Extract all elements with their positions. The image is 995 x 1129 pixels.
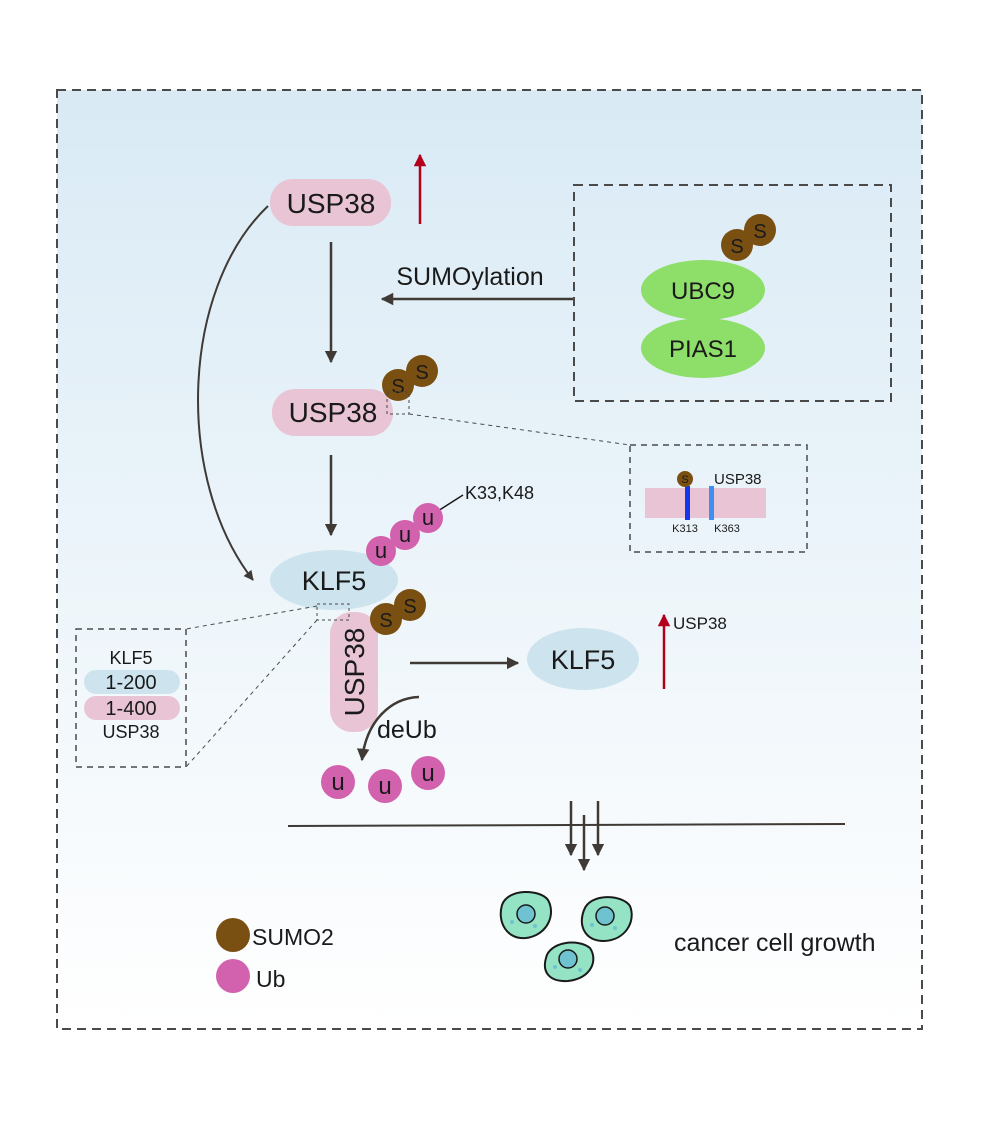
legend-ub-swatch: [216, 959, 250, 993]
sumo-domain: S: [677, 471, 693, 487]
zoom-line-left-bottom: [185, 619, 318, 768]
sumo-vert-2: S: [394, 589, 426, 621]
svg-text:S: S: [379, 610, 392, 632]
cancer-cell-3: [544, 941, 595, 983]
usp38-sumo-node: USP38: [272, 389, 393, 436]
svg-text:S: S: [753, 221, 766, 243]
usp38-vertical-node: USP38: [330, 612, 378, 732]
klf5-right-node: KLF5: [527, 628, 639, 690]
free-ub-1: u: [321, 765, 355, 799]
interaction-usp38-label: USP38: [102, 722, 159, 742]
zoom-line-upper: [408, 413, 631, 446]
range-1-200-label: 1-200: [105, 672, 156, 694]
svg-text:S: S: [403, 596, 416, 618]
svg-text:S: S: [415, 362, 428, 384]
site-k313-label: K313: [672, 523, 698, 535]
klf5-range-pill: [84, 670, 180, 694]
usp38-vertical-label: USP38: [339, 628, 370, 717]
interaction-box: [75, 628, 187, 768]
klf5-main-node: KLF5: [270, 550, 398, 610]
sumo-ubc9-2: S: [744, 214, 776, 246]
klf5-right-label: KLF5: [551, 645, 616, 675]
legend-ub-label: Ub: [256, 966, 285, 992]
domain-title: USP38: [714, 471, 762, 488]
ub-chain-1: u: [366, 536, 396, 566]
svg-text:u: u: [375, 538, 387, 563]
klf5-main-label: KLF5: [302, 566, 367, 596]
sumo-vert-1: S: [370, 603, 402, 635]
usp38-up-label: USP38: [673, 614, 727, 633]
usp38-top-label: USP38: [287, 188, 376, 219]
pathway-frame: [56, 89, 923, 1030]
sumoylation-label: SUMOylation: [396, 263, 543, 291]
interaction-klf5-label: KLF5: [109, 648, 152, 668]
deub-arrow: [356, 695, 420, 762]
curved-arrow-usp38-to-klf5: [197, 205, 269, 581]
divider-line: [287, 823, 846, 827]
cancer-cell-1: [499, 891, 553, 940]
usp38-domain-bar: [645, 488, 766, 518]
ub-chain-3: u: [413, 503, 443, 533]
svg-text:u: u: [399, 522, 411, 547]
site-k363-mark: [709, 486, 714, 520]
legend-sumo-label: SUMO2: [252, 924, 334, 950]
cancer-cell-2: [580, 896, 633, 943]
svg-text:S: S: [730, 236, 743, 258]
free-ub-3: u: [411, 756, 445, 790]
pias1-label: PIAS1: [669, 336, 737, 363]
svg-text:S: S: [391, 376, 404, 398]
site-k363-label: K363: [714, 523, 740, 535]
zoom-marker-usp38: [386, 391, 410, 415]
svg-text:S: S: [681, 474, 688, 486]
usp38-range-pill: [84, 696, 180, 720]
svg-text:u: u: [422, 505, 434, 530]
ub-chain-2: u: [390, 520, 420, 550]
ubc9-node: UBC9: [641, 260, 765, 320]
pias1-node: PIAS1: [641, 318, 765, 378]
k33-k48-label: K33,K48: [465, 483, 534, 503]
legend-sumo-swatch: [216, 918, 250, 952]
svg-text:u: u: [378, 773, 391, 800]
ubc9-label: UBC9: [671, 278, 735, 305]
free-ub-2: u: [368, 769, 402, 803]
sumo-usp38-2: S: [406, 355, 438, 387]
sumo-ubc9-1: S: [721, 229, 753, 261]
svg-text:u: u: [421, 760, 434, 787]
usp38-mid-label: USP38: [289, 397, 378, 428]
range-1-400-label: 1-400: [105, 698, 156, 720]
cancer-growth-label: cancer cell growth: [674, 929, 875, 957]
ubc9-pias1-box: [573, 184, 892, 402]
site-k313-mark: [685, 486, 690, 520]
svg-text:u: u: [331, 769, 344, 796]
zoom-line-left-top: [185, 605, 318, 630]
usp38-domain-box: [629, 444, 808, 553]
deub-label: deUb: [377, 716, 437, 744]
usp38-top-node: USP38: [270, 179, 391, 226]
